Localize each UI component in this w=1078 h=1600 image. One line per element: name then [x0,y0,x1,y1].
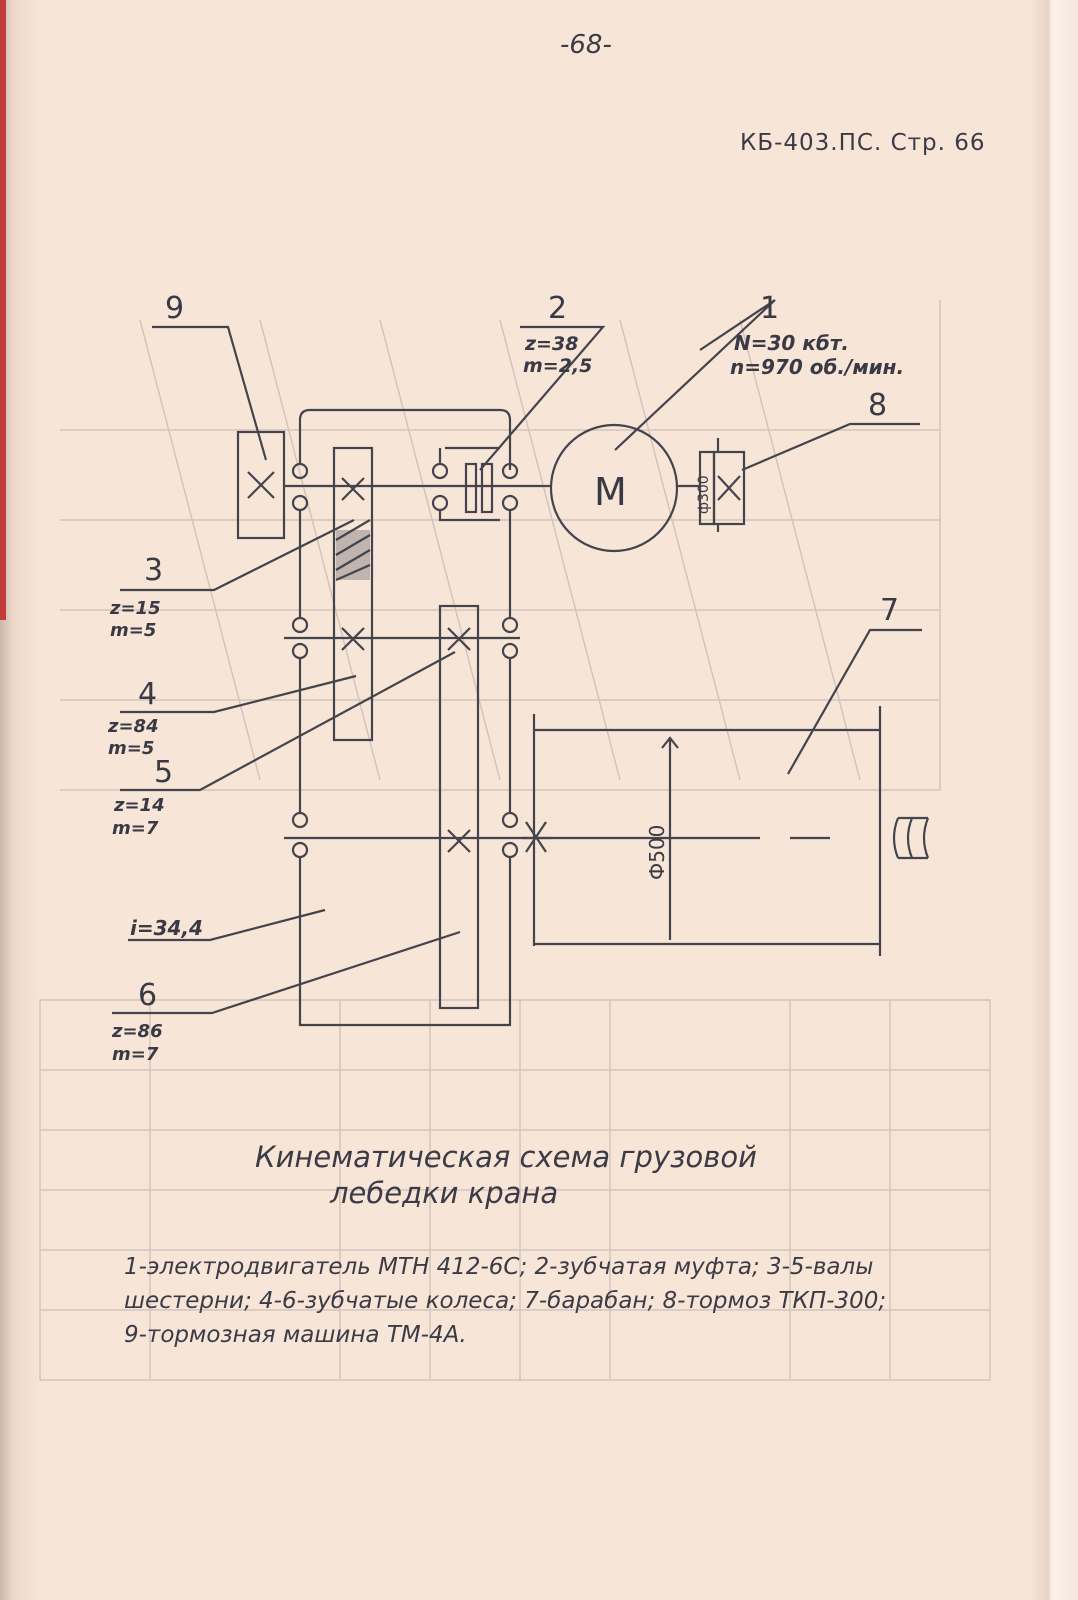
page-number: -68- [560,30,612,60]
gear-6-block [438,604,480,1010]
document-reference: КБ-403.ПС. Стр. 66 [740,130,986,156]
leader-lines [112,299,922,1015]
caption-title-line1: Кинематическая схема грузовой [255,1140,757,1174]
gear6-z: z=86 [111,1021,163,1042]
callout-5: 5 [154,755,173,790]
drum-coupling-star [522,821,552,853]
brake-8 [677,438,746,532]
legend-line1: 1-электродвигатель МТН 412-6С; 2-зубчата… [124,1254,874,1280]
callout-2: 2 [548,291,567,326]
housing-top-line [298,408,512,470]
gear4-z: z=84 [107,716,159,737]
legend-line3: 9-тормозная машина ТМ-4А. [124,1322,467,1348]
shaft5-m: m=7 [112,818,159,839]
gear-4-block [332,446,374,742]
gear-coupling-2 [431,446,500,522]
legend-line2: шестерни; 4-6-зубчатые колеса; 7-барабан… [124,1288,887,1314]
shaft3-m: m=5 [110,620,156,641]
gear-ratio: i=34,4 [130,916,203,940]
callout-4: 4 [138,677,157,712]
bearings-right [501,462,519,859]
gear6-m: m=7 [112,1044,159,1065]
callout-6: 6 [138,978,157,1013]
brake-diameter: ф300 [696,475,712,514]
shaft5-z: z=14 [113,795,165,816]
motor-1 [549,423,679,553]
shaft3-z: z=15 [109,598,161,619]
coupling-z: z=38 [524,333,578,355]
callout-3: 3 [144,553,163,588]
motor-speed: n=970 об./мин. [730,355,904,379]
callout-1: 1 [760,291,779,326]
motor-label: M [594,470,627,514]
drum-7 [532,706,882,956]
coupling-m: m=2,5 [523,355,592,377]
callout-9: 9 [165,291,184,326]
bearings-left [291,460,512,1027]
drum-diameter: Ф500 [645,825,669,880]
callout-8: 8 [868,388,887,423]
binding-edge [0,0,6,620]
gear4-m: m=5 [108,738,154,759]
callout-7: 7 [880,593,899,628]
motor-power: N=30 кбт. [734,331,849,355]
caption-title-line2: лебедки крана [330,1176,559,1210]
